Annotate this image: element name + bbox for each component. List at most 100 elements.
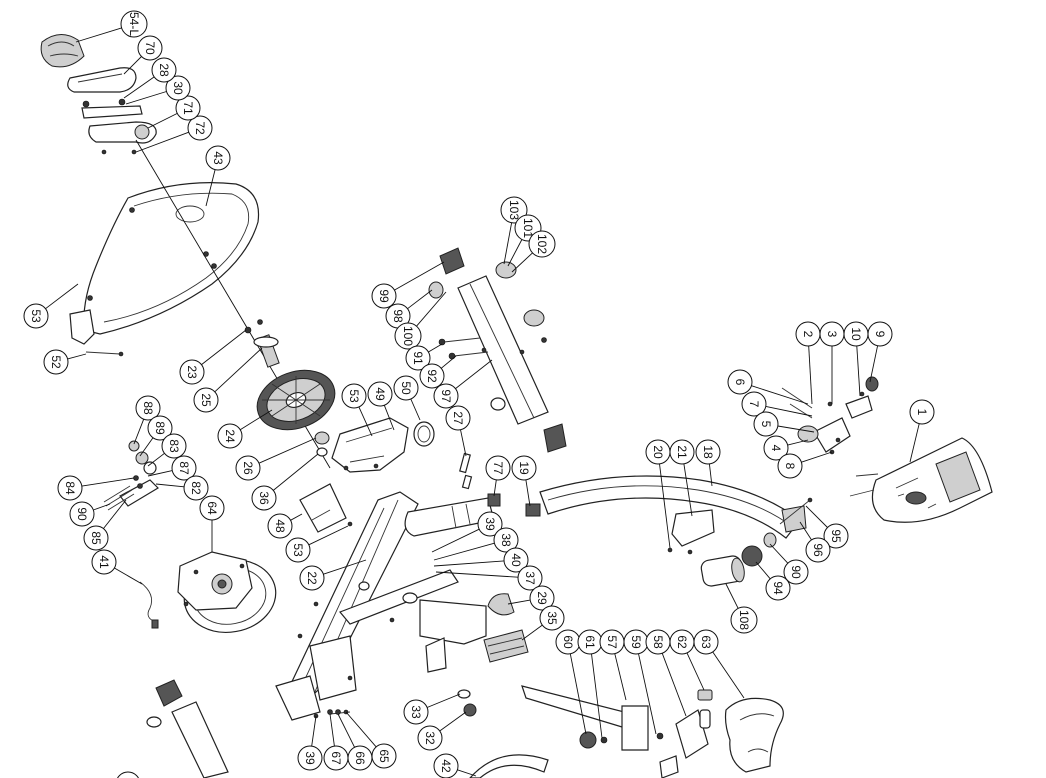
callout-circle [147, 415, 173, 441]
callout-circle [777, 453, 803, 479]
leader-line [81, 477, 135, 487]
leader-line [114, 567, 143, 585]
callout-57: 57 [599, 629, 625, 655]
callout-18: 18 [695, 439, 721, 465]
callout-41: 41 [91, 549, 117, 575]
callout-26: 26 [235, 455, 261, 481]
upright-tube-part [457, 275, 549, 425]
callout-number: 96 [811, 543, 825, 557]
leader-line [433, 542, 495, 561]
callout-circle [763, 435, 789, 461]
callout-number: 70 [143, 41, 157, 55]
callout-90: 90 [783, 559, 809, 585]
callout-number: 100 [401, 326, 415, 346]
callout-circle [179, 359, 205, 385]
knob-94-part [741, 545, 763, 567]
callout-53b: 53 [285, 537, 311, 563]
callout-circle [500, 196, 528, 224]
callout-50: 50 [393, 375, 419, 401]
leader-line [686, 652, 705, 691]
callout-48: 48 [267, 513, 293, 539]
callout-number: 35 [545, 611, 559, 625]
callout-number: 36 [257, 491, 271, 505]
callout-number: 85 [89, 531, 103, 545]
leader-line [428, 343, 443, 353]
callout-circle [529, 585, 555, 611]
leader-line [769, 543, 789, 564]
side-cover-part [69, 182, 260, 345]
callout-number: 2 [801, 331, 815, 338]
callout-32: 32 [417, 725, 443, 751]
callout-27: 27 [445, 405, 471, 431]
callout-10: 10 [843, 321, 869, 347]
callout-circle [205, 145, 231, 171]
callout-circle [405, 345, 431, 371]
leader-line [311, 715, 317, 747]
callout-number: 33 [409, 705, 423, 719]
callout-23: 23 [179, 359, 205, 385]
leader-line [856, 345, 861, 397]
console-display-part [849, 437, 993, 523]
callout-circle [297, 745, 323, 771]
callout-circle [730, 606, 758, 634]
callout-circle [909, 399, 935, 425]
callout-67: 67 [323, 745, 349, 771]
callout-number: 39 [303, 751, 317, 765]
callout-circle [539, 605, 565, 631]
belt-42-part [469, 754, 549, 778]
callout-number: 95 [829, 529, 843, 543]
tension-assembly-part [103, 440, 159, 511]
callout-number: 59 [629, 635, 643, 649]
callout-number: 108 [737, 610, 751, 630]
leader-line [433, 560, 505, 567]
crank-bracket-part [81, 98, 157, 155]
callout-number: 89 [153, 421, 167, 435]
callout-3: 3 [819, 321, 845, 347]
callout-number: 97 [439, 389, 453, 403]
leader-line [591, 653, 603, 739]
grip-99-part [439, 247, 465, 275]
leader-line [755, 561, 771, 580]
callout-number: 4 [769, 445, 783, 452]
leader-line [123, 76, 155, 99]
callout-number: 6 [733, 379, 747, 386]
leader-line [103, 499, 127, 529]
callout-number: 1 [915, 409, 929, 416]
leader-line [155, 483, 185, 488]
washer-33-part [457, 689, 471, 699]
callout-circle [823, 523, 849, 549]
leader-line [431, 528, 480, 553]
callout-circle [417, 725, 443, 751]
pin-27-part [459, 452, 473, 490]
callout-number: 52 [49, 355, 63, 369]
foot-plate-part [483, 629, 529, 663]
callout-circle [419, 363, 445, 389]
callout-number: 53 [291, 543, 305, 557]
callout-circle [69, 501, 95, 527]
callout-number: 83 [167, 439, 181, 453]
callout-number: 25 [199, 393, 213, 407]
pulley-wheel-part [256, 369, 336, 431]
leader-line [45, 283, 79, 310]
callout-94: 94 [765, 575, 791, 601]
leader-line [123, 56, 142, 75]
callout-number: 64 [205, 501, 219, 515]
pedal-left-part [40, 34, 85, 68]
callout-49: 49 [367, 381, 393, 407]
callout-9: 9 [867, 321, 893, 347]
callout-number: 102 [535, 234, 549, 254]
callout-number: 8 [783, 463, 797, 470]
leader-line [460, 429, 467, 457]
callout-5: 5 [753, 411, 779, 437]
leader-line [435, 571, 519, 578]
callout-100: 100 [394, 322, 422, 350]
callout-circle [485, 455, 511, 481]
sensor-cable-part [139, 581, 157, 623]
callout-circle [91, 549, 117, 575]
leader-line [507, 599, 531, 605]
leader-line [638, 653, 657, 735]
callout-circle [165, 75, 191, 101]
callout-number: 7 [747, 401, 761, 408]
leader-line [239, 409, 273, 431]
callout-19: 19 [511, 455, 537, 481]
